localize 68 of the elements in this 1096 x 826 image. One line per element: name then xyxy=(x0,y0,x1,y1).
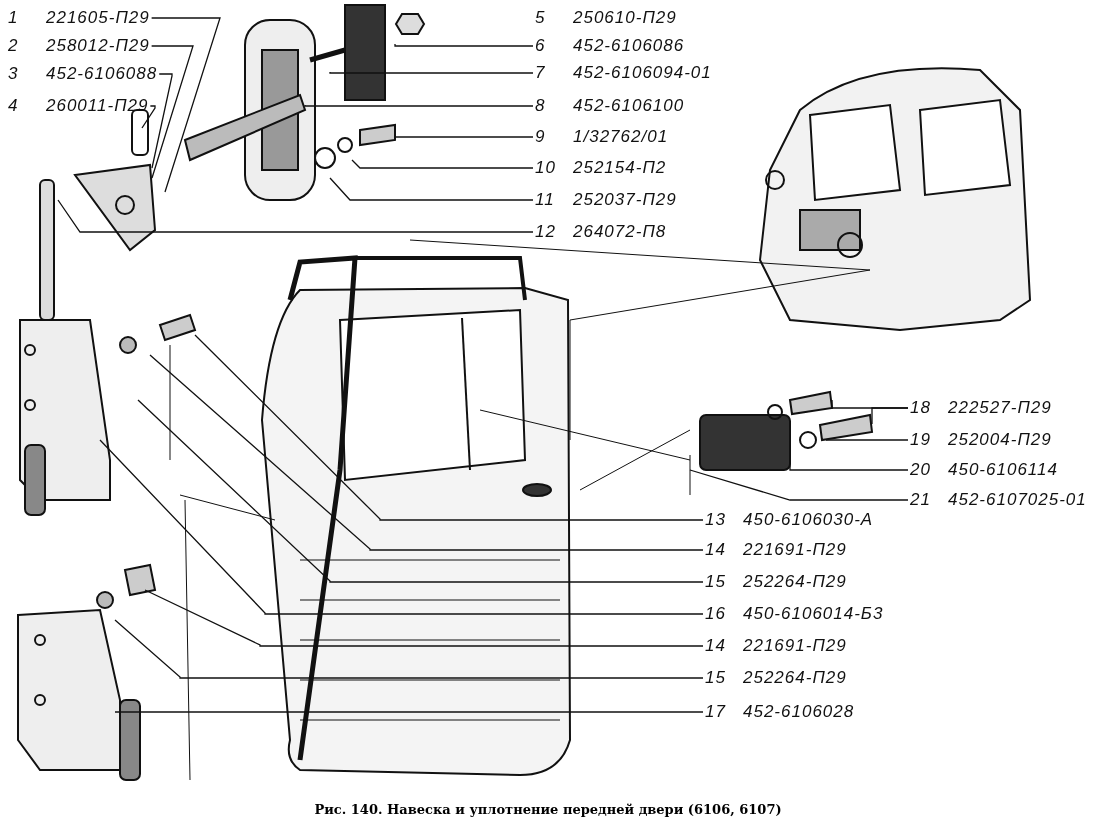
leader-line xyxy=(151,45,194,179)
part-number: 450-6106114 xyxy=(948,460,1058,480)
callout-number: 18 xyxy=(910,398,932,418)
leader-line xyxy=(871,407,909,425)
callout-number: 19 xyxy=(910,430,932,450)
callout-number: 6 xyxy=(535,36,547,56)
leader-line xyxy=(99,439,704,615)
figure-caption: Рис. 140. Навеска и уплотнение передней двери (6106, 6107) xyxy=(314,802,782,817)
leader-line xyxy=(194,334,704,521)
leader-line xyxy=(689,469,909,501)
callout-number: 15 xyxy=(705,572,727,592)
part-number: 450-6106014-Б3 xyxy=(743,604,884,624)
leader-line xyxy=(151,73,173,169)
part-number: 250610-П29 xyxy=(573,8,677,28)
part-number: 264072-П8 xyxy=(573,222,667,242)
leader-line xyxy=(114,619,704,679)
leader-line xyxy=(329,71,534,74)
part-number: 221691-П29 xyxy=(743,636,847,656)
callout-number: 21 xyxy=(910,490,932,510)
callout-number: 1 xyxy=(8,8,20,28)
part-number: 221605-П29 xyxy=(46,8,150,28)
leader-line xyxy=(351,159,534,169)
callout-number: 14 xyxy=(705,636,727,656)
callout-number: 15 xyxy=(705,668,727,688)
part-number: 452-6106028 xyxy=(743,702,855,722)
leader-line xyxy=(144,589,704,647)
leader-line xyxy=(114,711,704,713)
part-number: 252037-П29 xyxy=(573,190,677,210)
part-number: 252004-П29 xyxy=(948,430,1052,450)
part-number: 452-6106100 xyxy=(573,96,685,116)
part-number: 452-6107025-01 xyxy=(948,490,1087,510)
callout-number: 14 xyxy=(705,540,727,560)
callout-number: 9 xyxy=(535,127,547,147)
callout-number: 4 xyxy=(8,96,20,116)
part-number: 252154-П2 xyxy=(573,158,667,178)
callout-number: 12 xyxy=(535,222,557,242)
part-number: 222527-П29 xyxy=(948,398,1052,418)
part-number: 1/32762/01 xyxy=(573,127,669,147)
part-number: 252264-П29 xyxy=(743,668,847,688)
part-number: 452-6106094-01 xyxy=(573,63,712,83)
part-number: 258012-П29 xyxy=(46,36,150,56)
callout-number: 5 xyxy=(535,8,547,28)
part-number: 260011-П29 xyxy=(46,96,149,116)
leader-line xyxy=(825,439,909,441)
part-number: 221691-П29 xyxy=(743,540,847,560)
callout-number: 7 xyxy=(535,63,547,83)
callout-number: 20 xyxy=(910,460,932,480)
callout-number: 10 xyxy=(535,158,557,178)
leader-line xyxy=(394,136,534,138)
leader-line xyxy=(304,104,534,107)
leader-line xyxy=(329,177,534,201)
callout-number: 8 xyxy=(535,96,547,116)
leader-line xyxy=(141,105,156,129)
leader-line xyxy=(394,43,534,47)
callout-number: 16 xyxy=(705,604,727,624)
leader-line xyxy=(151,17,221,193)
part-number: 450-6106030-А xyxy=(743,510,874,530)
leader-line xyxy=(57,199,534,233)
part-number: 252264-П29 xyxy=(743,572,847,592)
leader-line xyxy=(137,399,704,583)
callout-number: 3 xyxy=(8,64,20,84)
callout-number: 13 xyxy=(705,510,727,530)
callout-number: 17 xyxy=(705,702,727,722)
leader-line xyxy=(149,354,704,551)
callout-number: 2 xyxy=(8,36,20,56)
callout-number: 11 xyxy=(535,190,556,210)
part-number: 452-6106086 xyxy=(573,36,685,56)
part-number: 452-6106088 xyxy=(46,64,158,84)
